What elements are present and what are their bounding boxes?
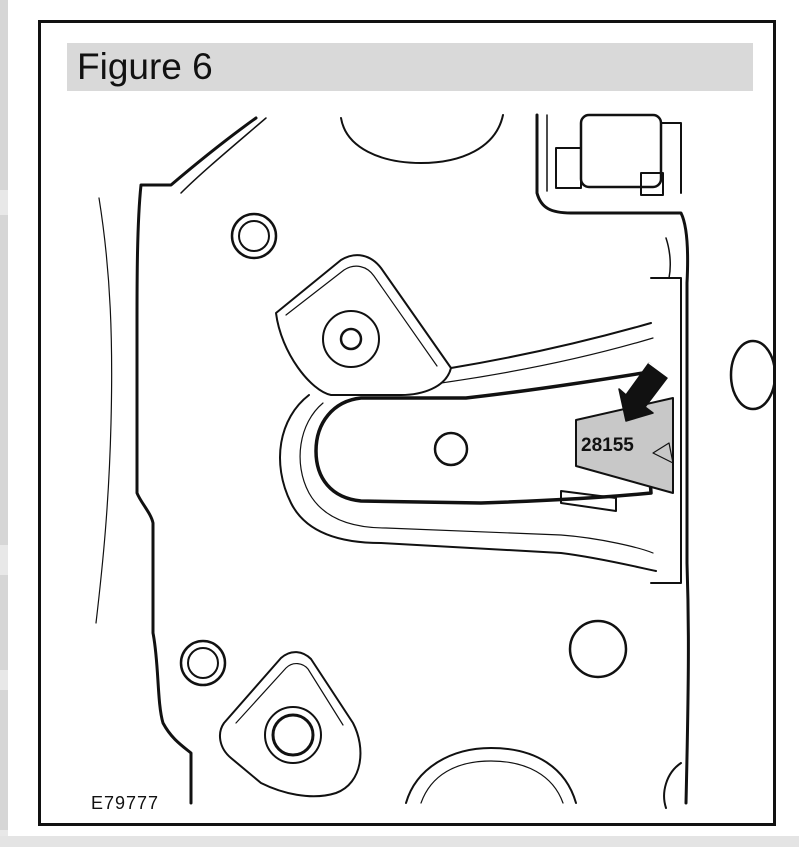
right-bracket [650,277,682,584]
arrow-highlight [648,362,669,378]
figure-title: Figure 6 [77,46,213,87]
technical-drawing: 28155 E79777 [91,113,773,813]
casting-outline-right [535,113,690,805]
left-edge-segment [0,690,8,830]
ring-boss [230,212,278,260]
lower-boss-outline [218,651,362,798]
triangular-flange-inner [285,265,438,367]
flange-hole [339,327,363,351]
lower-boss-hole [271,713,315,757]
flange-boss [322,310,380,368]
left-edge-segment [0,0,8,190]
lower-right-hole [568,619,628,679]
slot-surround-outer [279,394,657,572]
connector-latch [640,172,664,196]
bottom-boss-arc-inner [420,760,564,804]
lower-boss-inner [235,663,344,726]
arrow-icon [618,362,668,422]
figure-header: Figure 6 [67,43,753,91]
connector-edge [660,122,682,194]
bottom-boss-arc [405,747,577,804]
left-faint-edge [95,197,113,624]
bottom-right-arc [663,762,682,809]
slot-surround-top [450,322,652,369]
figure-ref-code: E79777 [91,793,159,813]
lower-boss-ring [264,706,322,764]
casting-edge-inner [180,117,267,194]
figure-frame: Figure 6 [38,20,776,826]
connector-body [579,113,663,189]
left-edge-strip [0,0,8,847]
top-boss-arc [340,114,504,164]
lower-ring [179,639,227,687]
slot-rail [560,490,617,512]
left-edge-segment [0,215,8,545]
part-number-label: 28155 [581,435,634,456]
casting-outline-left [135,116,258,805]
slot-surround-inner [299,402,654,554]
bottom-band [0,836,799,847]
label-detail [652,442,674,464]
mounting-hole-outer [729,339,773,411]
connector-tab [555,147,582,189]
slot-surround-top-inner [440,337,654,384]
right-bracket-top [665,237,671,279]
left-edge-segment [0,575,8,670]
ring-boss-inner [238,220,270,252]
lower-ring-inner [187,647,219,679]
triangular-flange [275,254,452,396]
slot-pin [433,431,469,467]
guide-slot [314,371,653,505]
